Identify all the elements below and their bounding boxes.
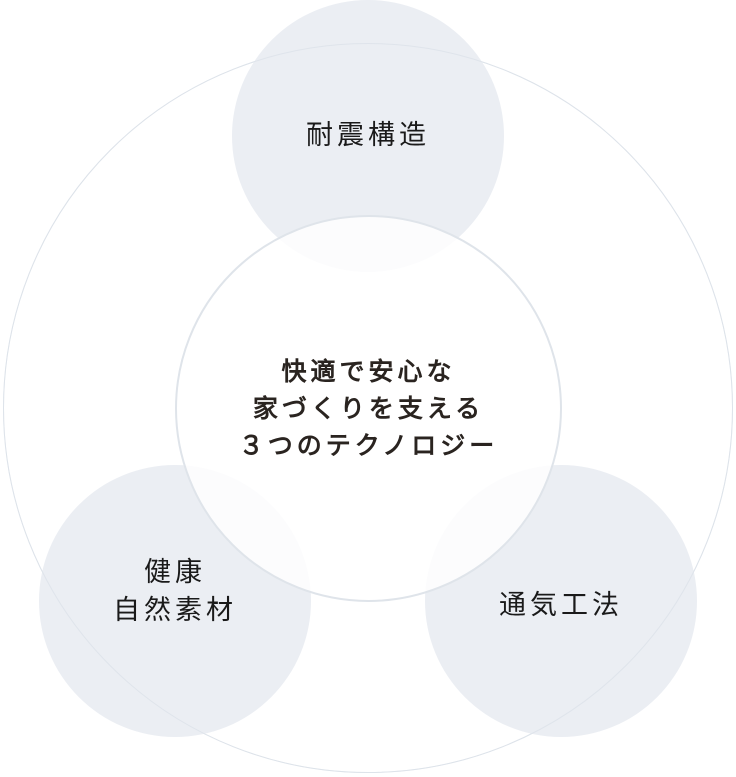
tech-label-seismic-structure: 耐震構造: [306, 120, 430, 151]
tech-label-natural-materials: 健康 自然素材: [113, 557, 237, 626]
center-circle: 快適で安心な 家づくりを支える ３つのテクノロジー: [175, 215, 562, 602]
tech-circle-natural-materials: 健康 自然素材: [39, 465, 311, 737]
center-title: 快適で安心な 家づくりを支える ３つのテクノロジー: [238, 357, 499, 460]
tech-label-ventilation-method: 通気工法: [499, 590, 623, 621]
